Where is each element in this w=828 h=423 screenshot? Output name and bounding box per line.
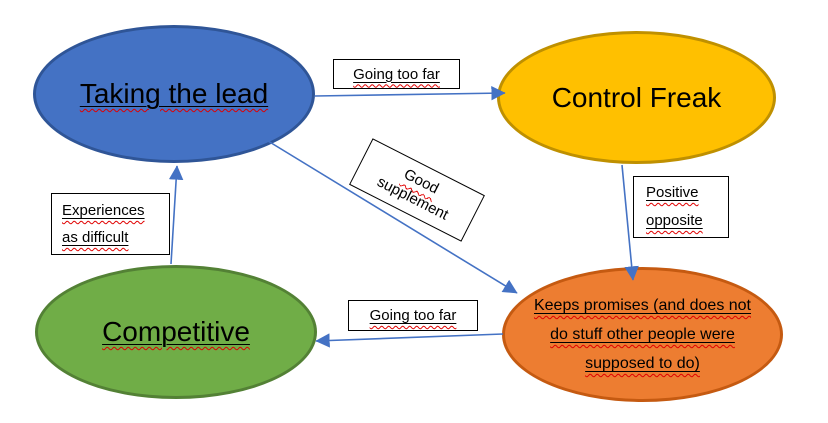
node-keeps-promises-line1: Keeps promises (and does not <box>533 297 751 314</box>
arrow-competitive-to-taking-lead[interactable] <box>168 165 184 265</box>
label-going-too-far-top[interactable]: Going too far <box>333 59 460 89</box>
node-control-freak[interactable]: Control Freak <box>497 31 776 164</box>
label-going-too-far-bottom[interactable]: Going too far <box>348 300 478 331</box>
label-going-too-far-top-text: Going too far <box>353 65 440 83</box>
label-experiences-line: Experiences <box>62 202 145 219</box>
node-control-freak-label: Control Freak <box>551 81 722 113</box>
label-good-supplement[interactable]: Good supplement <box>349 138 485 242</box>
label-positive-opposite[interactable]: Positive opposite <box>633 176 729 238</box>
arrow-taking-lead-to-control-freak[interactable] <box>314 86 506 101</box>
node-taking-the-lead-label: Taking the lead <box>79 78 269 109</box>
node-keeps-promises[interactable]: Keeps promises (and does not do stuff ot… <box>502 267 783 402</box>
node-competitive[interactable]: Competitive <box>35 265 317 399</box>
node-keeps-promises-line2: do stuff other people were <box>550 326 735 343</box>
arrow-control-freak-to-keeps-promises[interactable] <box>621 164 639 281</box>
node-taking-the-lead[interactable]: Taking the lead <box>33 25 315 163</box>
arrow-keeps-promises-to-competitive[interactable] <box>315 333 504 348</box>
label-positive-line: Positive <box>646 184 699 201</box>
label-as-difficult-line: as difficult <box>62 229 129 246</box>
node-competitive-label: Competitive <box>102 316 250 347</box>
label-opposite-line: opposite <box>646 212 703 229</box>
label-experiences-as-difficult[interactable]: Experiences as difficult <box>51 193 170 255</box>
label-going-too-far-bottom-text: Going too far <box>369 307 457 324</box>
node-keeps-promises-line3: supposed to do) <box>585 355 700 372</box>
